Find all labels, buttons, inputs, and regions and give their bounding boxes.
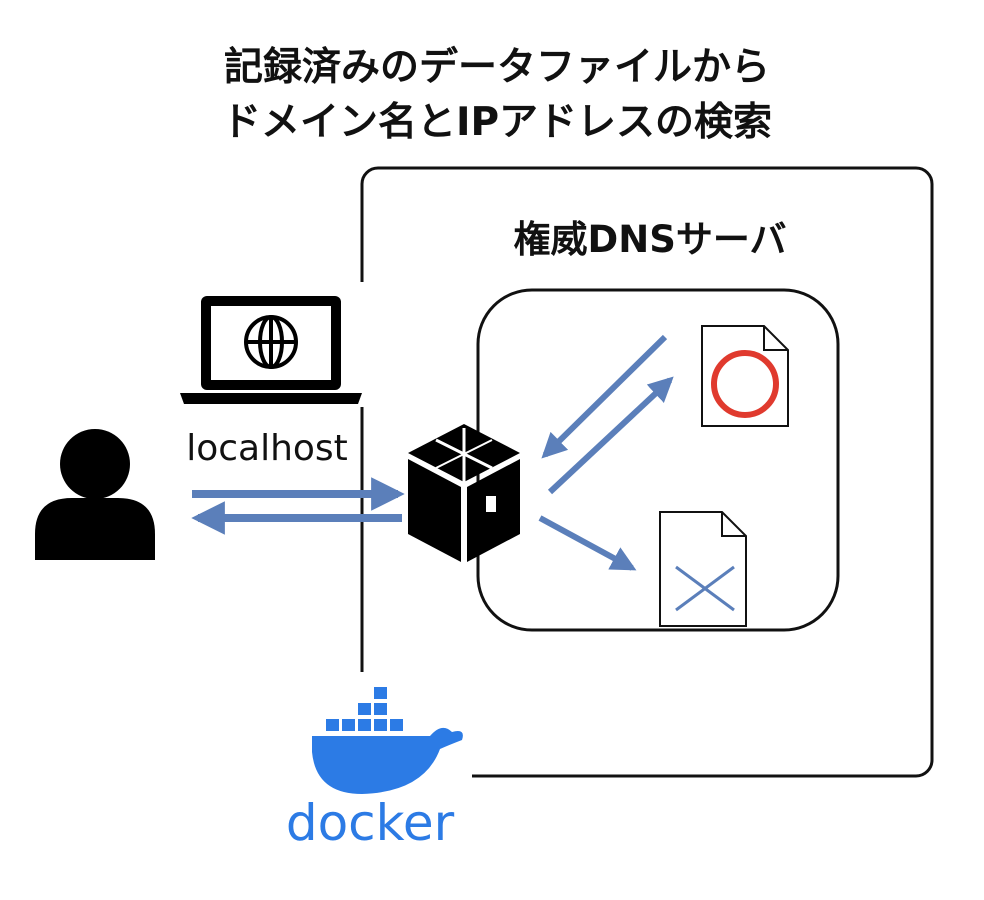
lookup-return-arrow (541, 334, 668, 459)
docker-logo: docker (266, 672, 472, 882)
person-icon (35, 429, 155, 560)
lookup-miss-arrow (538, 515, 637, 571)
dns-server-boundary (360, 166, 934, 778)
document-circle-icon (701, 325, 789, 427)
title-line-2: ドメイン名とIPアドレスの検索 (222, 100, 772, 145)
title-line-1: 記録済みのデータファイルから (224, 45, 770, 90)
lookup-query-arrow (547, 376, 674, 495)
no-match-cross-icon (675, 565, 735, 612)
match-circle-icon (711, 350, 779, 418)
docker-wordmark: docker (286, 794, 455, 852)
localhost-label: localhost (186, 428, 348, 469)
docker-whale-icon (312, 687, 463, 794)
document-cross-icon (659, 511, 747, 627)
globe-icon (244, 315, 298, 369)
laptop-globe-icon (175, 282, 365, 407)
package-box-icon (408, 424, 520, 562)
dns-server-label: 権威DNSサーバ (514, 218, 787, 261)
